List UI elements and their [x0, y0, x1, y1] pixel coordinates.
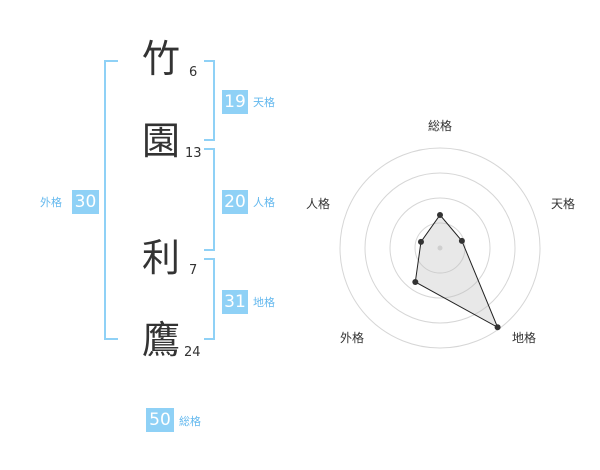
tenkaku-label: 天格 — [253, 96, 275, 109]
radar-data-polygon — [414, 214, 499, 329]
name-char-3: 利 — [142, 236, 181, 280]
radar-axis-label-5: 人格 — [306, 196, 330, 211]
name-char-1: 竹 — [142, 37, 181, 81]
jinkaku-label: 人格 — [253, 196, 275, 209]
chikaku-value: 31 — [222, 290, 248, 314]
tenkaku-value: 19 — [222, 90, 248, 114]
stroke-count-3: 7 — [189, 263, 198, 278]
radar-point-4 — [412, 278, 419, 285]
radar-point-5 — [417, 238, 424, 245]
radar-axis-label-1: 総格 — [428, 118, 452, 133]
radar-axis-label-3: 地格 — [512, 330, 536, 345]
radar-center-dot — [437, 245, 443, 251]
radar-grid-ring — [364, 172, 516, 324]
name-char-4: 鷹 — [142, 318, 181, 362]
radar-point-1 — [437, 212, 443, 218]
gaikaku-label: 外格 — [40, 196, 62, 209]
chikaku-label: 地格 — [253, 296, 275, 309]
stroke-count-4: 24 — [184, 345, 201, 360]
radar-axis-label-4: 外格 — [340, 330, 364, 345]
radar-point-2 — [458, 237, 465, 244]
radar-grid-ring — [389, 197, 491, 299]
radar-axis-label-2: 天格 — [551, 196, 575, 211]
stroke-count-1: 6 — [189, 65, 198, 80]
jinkaku-value: 20 — [222, 190, 248, 214]
radar-point-3 — [494, 324, 501, 331]
stroke-count-2: 13 — [185, 146, 202, 161]
name-char-2: 園 — [142, 119, 181, 163]
soukaku-label: 総格 — [179, 415, 201, 428]
soukaku-value: 50 — [146, 408, 174, 432]
gaikaku-value: 30 — [72, 190, 99, 214]
radar-grid-ring — [339, 147, 541, 349]
